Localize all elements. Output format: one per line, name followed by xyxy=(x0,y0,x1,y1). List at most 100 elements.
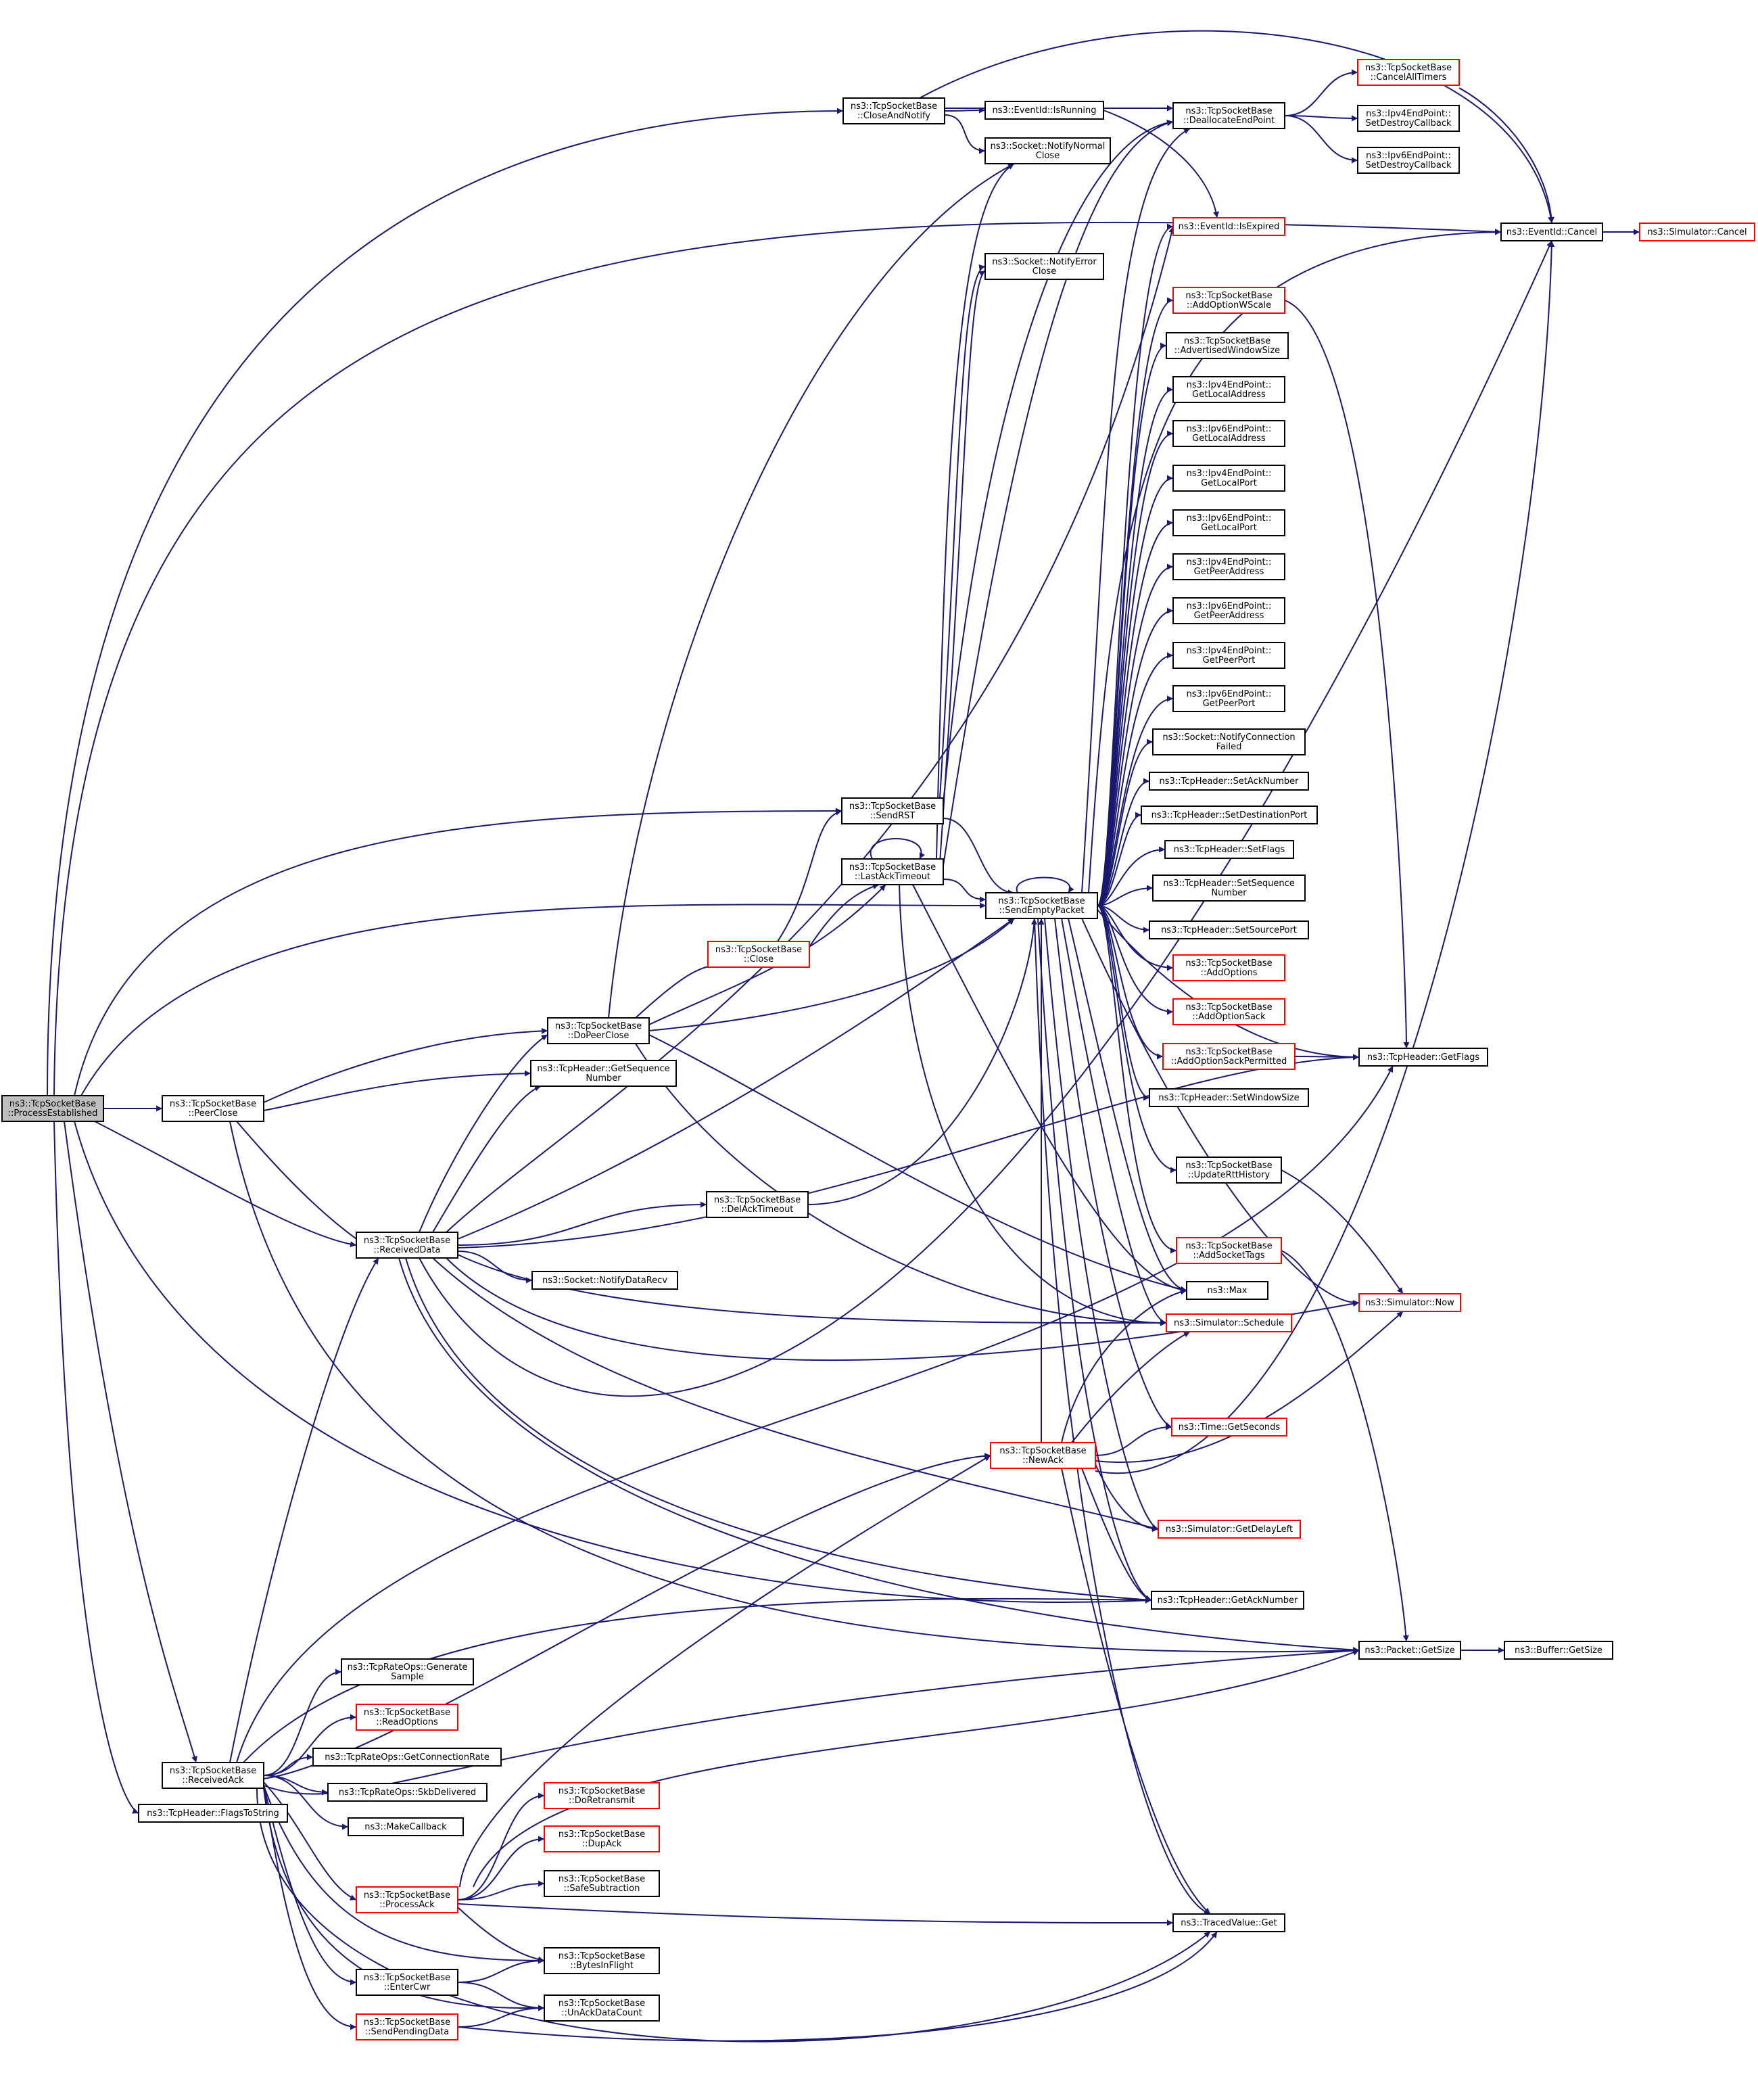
node-san[interactable]: ns3::TcpHeader::SetAckNumber xyxy=(1149,772,1309,791)
node-box xyxy=(356,1969,458,1996)
node-v6gpp[interactable]: ns3::Ipv6EndPoint::GetPeerPort xyxy=(1172,685,1285,712)
node-label: ns3::Ipv6EndPoint:: xyxy=(1187,601,1272,611)
node-gcr[interactable]: ns3::TcpRateOps::GetConnectionRate xyxy=(312,1748,502,1767)
node-rd[interactable]: ns3::TcpSocketBase::ReceivedData xyxy=(356,1232,458,1259)
node-v6gpa[interactable]: ns3::Ipv6EndPoint::GetPeerAddress xyxy=(1172,597,1285,624)
node-label: ns3::TcpSocketBase xyxy=(559,1829,645,1840)
node-bif[interactable]: ns3::TcpSocketBase::BytesInFlight xyxy=(544,1947,660,1974)
node-v6glp[interactable]: ns3::Ipv6EndPoint::GetLocalPort xyxy=(1172,509,1285,536)
node-v6sdc[interactable]: ns3::Ipv6EndPoint::SetDestroyCallback xyxy=(1357,147,1460,174)
node-label: GetLocalAddress xyxy=(1192,434,1266,444)
node-eir[interactable]: ns3::EventId::IsRunning xyxy=(984,101,1104,120)
node-v6gla[interactable]: ns3::Ipv6EndPoint::GetLocalAddress xyxy=(1172,420,1285,447)
node-label: ns3::Time::GetSeconds xyxy=(1179,1422,1281,1432)
node-pe[interactable]: ns3::TcpSocketBase::ProcessEstablished xyxy=(1,1095,104,1122)
node-drt[interactable]: ns3::TcpSocketBase::DoRetransmit xyxy=(544,1782,660,1809)
node-ssub[interactable]: ns3::TcpSocketBase::SafeSubtraction xyxy=(544,1870,660,1897)
node-gan[interactable]: ns3::TcpHeader::GetAckNumber xyxy=(1151,1591,1304,1610)
node-box xyxy=(1357,59,1460,86)
node-sgdl[interactable]: ns3::Simulator::GetDelayLeft xyxy=(1158,1520,1301,1539)
node-eic[interactable]: ns3::EventId::Cancel xyxy=(1500,223,1603,241)
node-label: ns3::Buffer::GetSize xyxy=(1515,1646,1602,1656)
node-box xyxy=(531,1271,678,1290)
node-box xyxy=(1172,1913,1285,1932)
node-pa[interactable]: ns3::TcpSocketBase::ProcessAck xyxy=(356,1886,458,1913)
node-max[interactable]: ns3::Max xyxy=(1186,1281,1268,1300)
node-v4gla[interactable]: ns3::Ipv4EndPoint::GetLocalAddress xyxy=(1172,376,1285,403)
node-box xyxy=(341,1658,474,1685)
node-aos[interactable]: ns3::TcpSocketBase::AddOptionSack xyxy=(1172,998,1285,1025)
node-label: ns3::Ipv4EndPoint:: xyxy=(1187,557,1272,567)
node-ast[interactable]: ns3::TcpSocketBase::AddSocketTags xyxy=(1176,1237,1282,1264)
node-v4gpa[interactable]: ns3::Ipv4EndPoint::GetPeerAddress xyxy=(1172,553,1285,580)
node-urh[interactable]: ns3::TcpSocketBase::UpdateRttHistory xyxy=(1176,1157,1282,1184)
node-label: ns3::TracedValue::Get xyxy=(1181,1918,1277,1928)
node-v4glp[interactable]: ns3::Ipv4EndPoint::GetLocalPort xyxy=(1172,465,1285,492)
node-ssch[interactable]: ns3::Simulator::Schedule xyxy=(1166,1313,1292,1332)
node-mcb[interactable]: ns3::MakeCallback xyxy=(348,1817,464,1836)
node-aws[interactable]: ns3::TcpSocketBase::AdvertisedWindowSize xyxy=(1166,332,1289,359)
edge-na-to-gan xyxy=(1081,1468,1152,1602)
node-ro[interactable]: ns3::TcpSocketBase::ReadOptions xyxy=(356,1704,458,1731)
node-gfl[interactable]: ns3::TcpHeader::GetFlags xyxy=(1358,1048,1488,1067)
node-can[interactable]: ns3::TcpSocketBase::CloseAndNotify xyxy=(842,97,945,124)
node-box xyxy=(1149,920,1309,939)
node-ra[interactable]: ns3::TcpSocketBase::ReceivedAck xyxy=(162,1762,264,1789)
node-bgs[interactable]: ns3::Buffer::GetSize xyxy=(1504,1641,1613,1660)
node-label: ::AddOptions xyxy=(1200,968,1257,978)
node-dat[interactable]: ns3::TcpSocketBase::DelAckTimeout xyxy=(706,1191,809,1218)
node-snow[interactable]: ns3::Simulator::Now xyxy=(1358,1293,1461,1312)
node-dpc[interactable]: ns3::TcpSocketBase::DoPeerClose xyxy=(547,1017,650,1044)
node-cat[interactable]: ns3::TcpSocketBase::CancelAllTimers xyxy=(1357,59,1460,86)
node-label: ns3::TcpSocketBase xyxy=(999,1446,1086,1456)
node-label: ns3::TcpRateOps::GetConnectionRate xyxy=(325,1752,490,1763)
node-aosp[interactable]: ns3::TcpSocketBase::AddOptionSackPermitt… xyxy=(1162,1043,1296,1070)
node-ndr[interactable]: ns3::Socket::NotifyDataRecv xyxy=(531,1271,678,1290)
node-box xyxy=(842,97,945,124)
node-uadc[interactable]: ns3::TcpSocketBase::UnAckDataCount xyxy=(544,1994,660,2022)
node-fts[interactable]: ns3::TcpHeader::FlagsToString xyxy=(138,1804,288,1823)
node-eie[interactable]: ns3::EventId::IsExpired xyxy=(1172,217,1285,236)
node-lat[interactable]: ns3::TcpSocketBase::LastAckTimeout xyxy=(841,858,944,885)
node-sws[interactable]: ns3::TcpHeader::SetWindowSize xyxy=(1149,1088,1309,1107)
node-label: ns3::TcpSocketBase xyxy=(849,801,936,812)
node-box xyxy=(984,101,1104,120)
node-pc[interactable]: ns3::TcpSocketBase::PeerClose xyxy=(162,1095,264,1122)
node-sfl[interactable]: ns3::TcpHeader::SetFlags xyxy=(1164,840,1294,859)
node-srst[interactable]: ns3::TcpSocketBase::SendRST xyxy=(841,797,944,824)
node-v4sdc[interactable]: ns3::Ipv4EndPoint::SetDestroyCallback xyxy=(1357,105,1460,132)
node-dep[interactable]: ns3::TcpSocketBase::DeallocateEndPoint xyxy=(1172,102,1285,129)
node-dack[interactable]: ns3::TcpSocketBase::DupAck xyxy=(544,1825,660,1852)
node-pgs[interactable]: ns3::Packet::GetSize xyxy=(1358,1641,1461,1660)
node-tvg[interactable]: ns3::TracedValue::Get xyxy=(1172,1913,1285,1932)
node-sdp[interactable]: ns3::TcpHeader::SetDestinationPort xyxy=(1141,806,1318,824)
edge-ra-to-ecwr xyxy=(263,1785,357,1986)
node-tgs[interactable]: ns3::Time::GetSeconds xyxy=(1171,1418,1287,1437)
edge-rd-to-gan xyxy=(405,1257,1152,1603)
node-box xyxy=(1357,147,1460,174)
node-spd[interactable]: ns3::TcpSocketBase::SendPendingData xyxy=(356,2013,458,2040)
node-ecwr[interactable]: ns3::TcpSocketBase::EnterCwr xyxy=(356,1969,458,1996)
node-sep[interactable]: ns3::TcpSocketBase::SendEmptyPacket xyxy=(985,892,1098,919)
node-simc[interactable]: ns3::Simulator::Cancel xyxy=(1639,223,1755,241)
node-v4gpp[interactable]: ns3::Ipv4EndPoint::GetPeerPort xyxy=(1172,642,1285,669)
node-skb[interactable]: ns3::TcpRateOps::SkbDelivered xyxy=(327,1783,488,1802)
node-ssp[interactable]: ns3::TcpHeader::SetSourcePort xyxy=(1149,920,1309,939)
node-box xyxy=(841,858,944,885)
node-label: ::AddOptionSack xyxy=(1192,1012,1266,1022)
edge-lat-to-sep xyxy=(943,879,987,903)
node-aop[interactable]: ns3::TcpSocketBase::AddOptions xyxy=(1172,954,1285,981)
node-aow[interactable]: ns3::TcpSocketBase::AddOptionWScale xyxy=(1172,287,1285,314)
node-na[interactable]: ns3::TcpSocketBase::NewAck xyxy=(990,1442,1096,1469)
node-label: ns3::TcpHeader::SetFlags xyxy=(1174,845,1285,855)
node-box xyxy=(356,1704,458,1731)
node-box xyxy=(1162,1043,1296,1070)
node-close[interactable]: ns3::TcpSocketBase::Close xyxy=(707,941,810,968)
node-label: ::DupAck xyxy=(582,1839,622,1849)
